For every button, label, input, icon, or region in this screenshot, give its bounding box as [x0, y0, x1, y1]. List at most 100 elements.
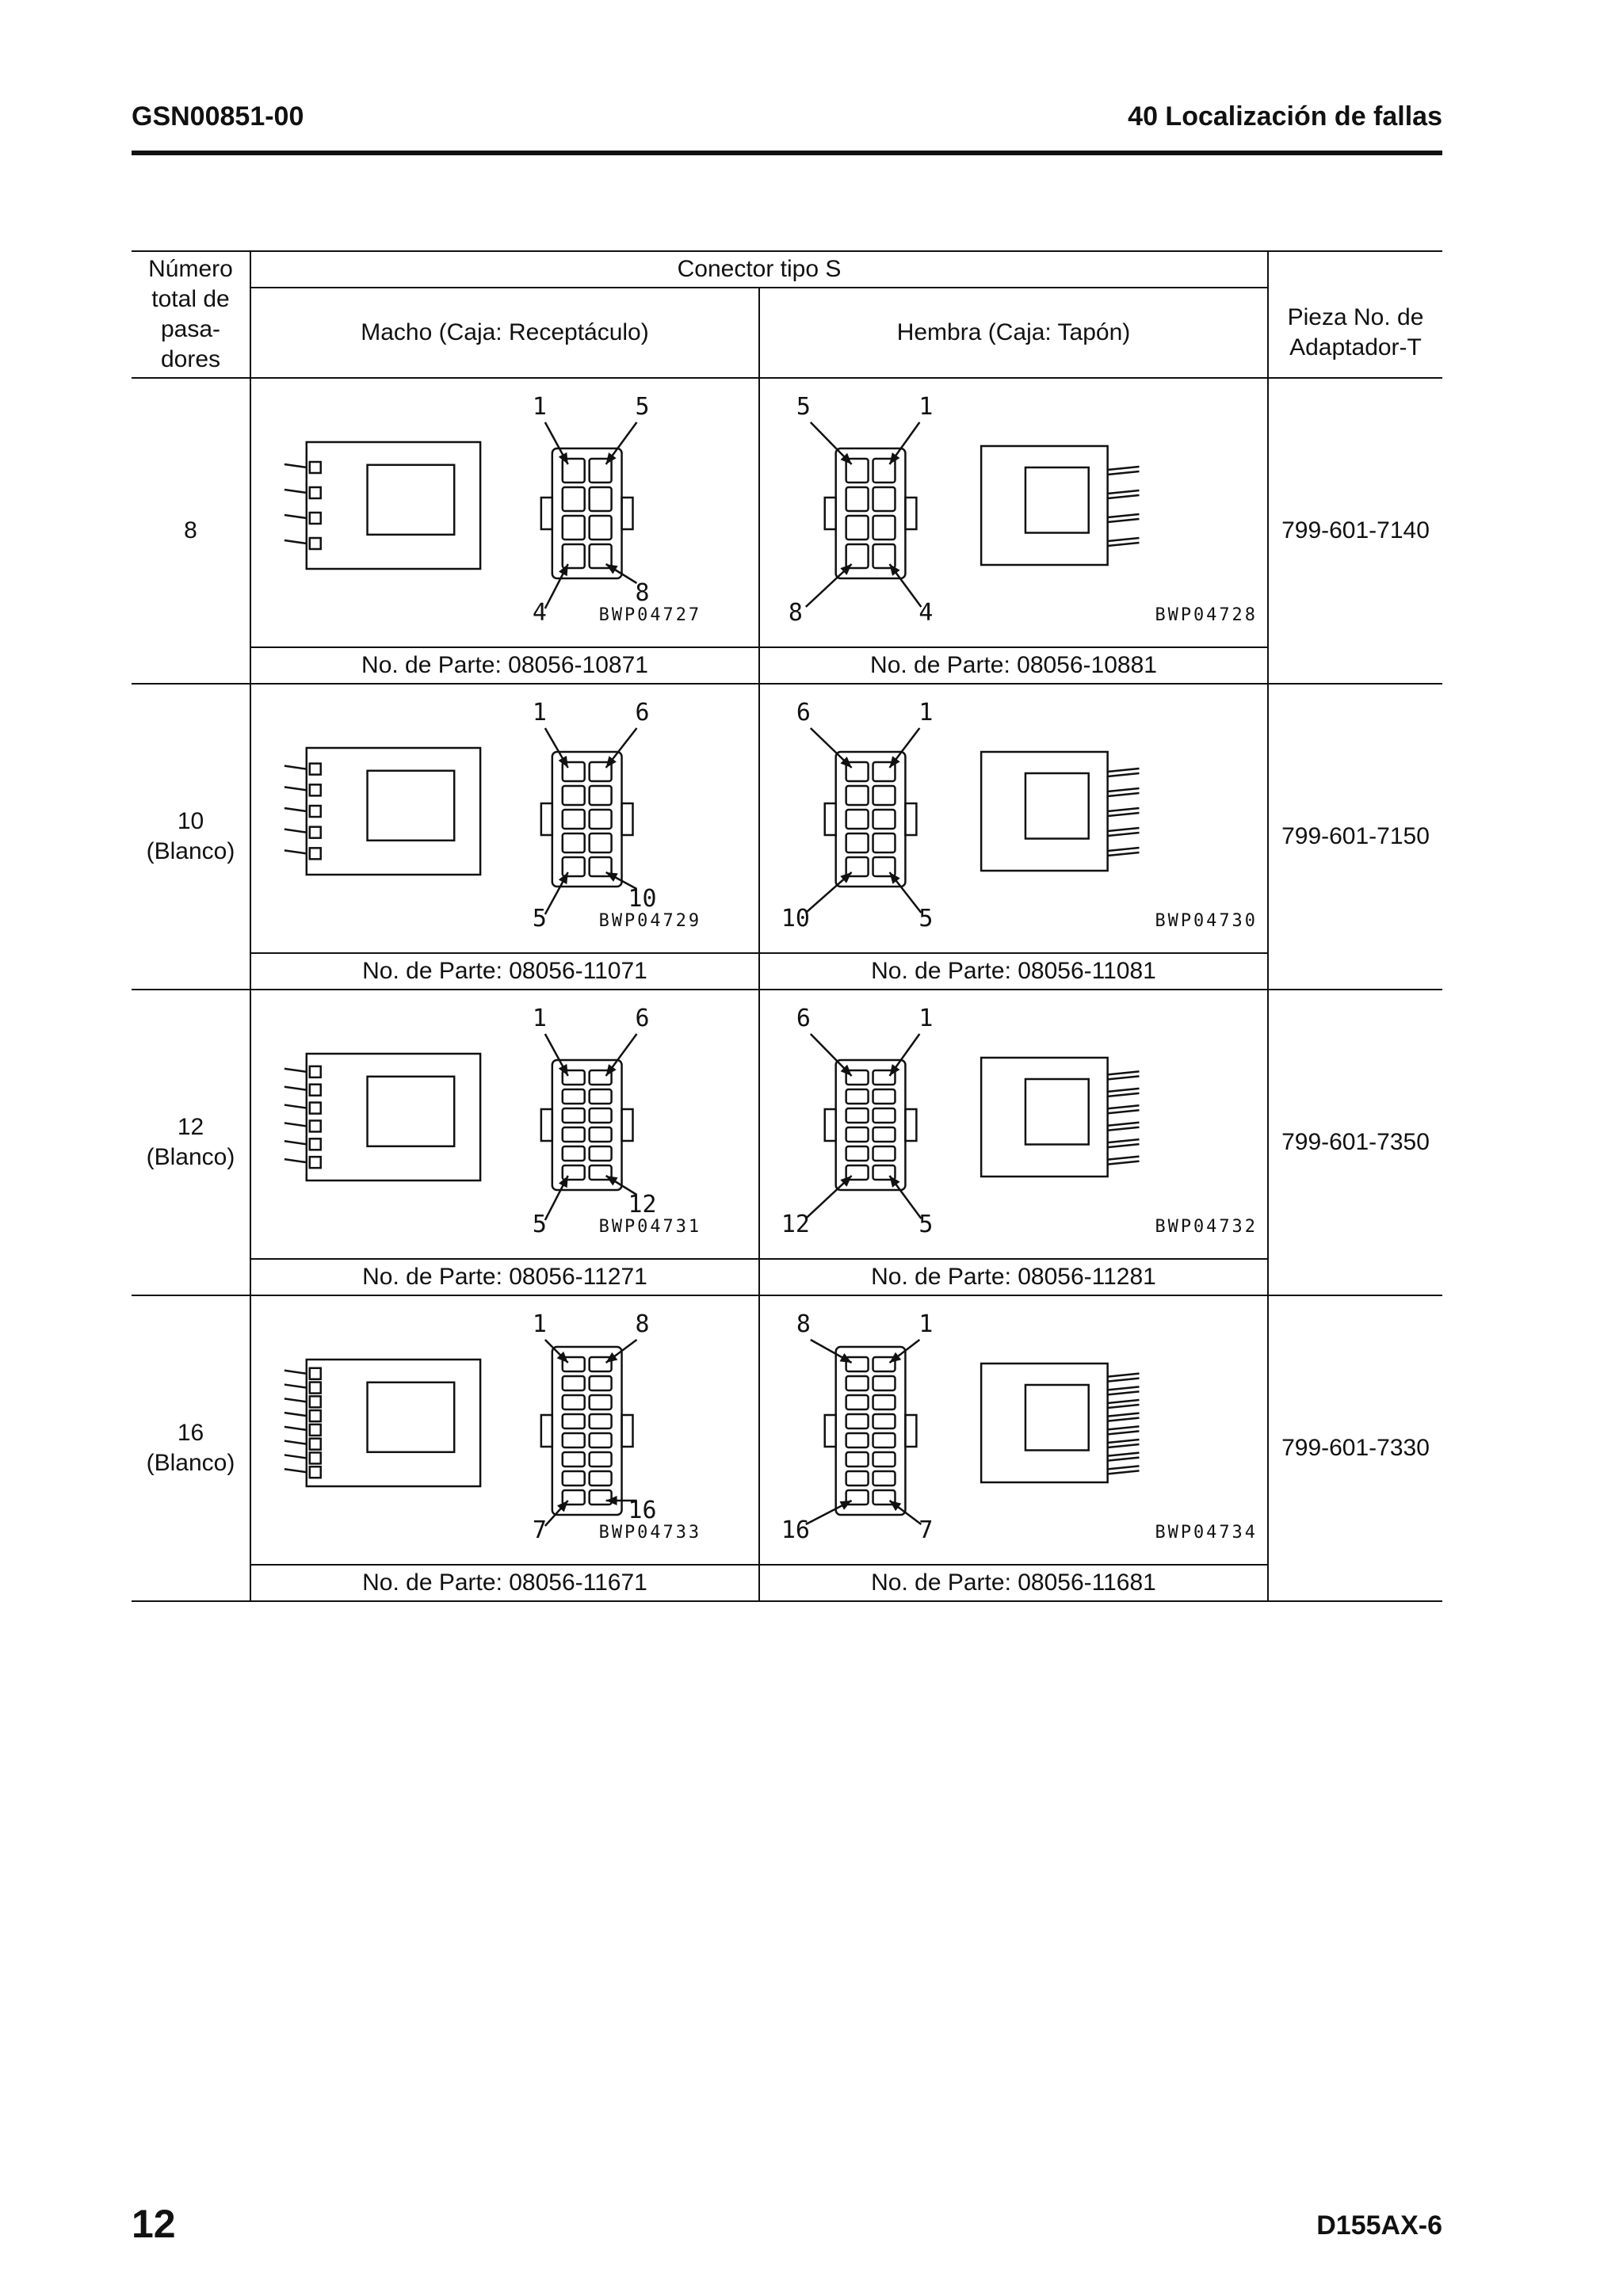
figure-code: BWP04730 [1155, 911, 1258, 931]
pin-arrow-head [556, 1351, 568, 1363]
female-part-number: No. de Parte: 08056-11081 [758, 952, 1268, 990]
adapter-header: Pieza No. de Adaptador-T [1267, 288, 1442, 379]
male-part-number: No. de Parte: 08056-11071 [250, 952, 760, 990]
pin-label-top-right: 6 [635, 1005, 649, 1032]
pin-arrow-head [840, 564, 852, 575]
pin-arrow-head [558, 872, 568, 885]
pin-label-top-left: 1 [533, 393, 547, 421]
pin-label-bottom-right: 4 [918, 599, 933, 627]
pin-arrow-head [605, 1064, 617, 1076]
female-header: Hembra (Caja: Tapón) [758, 287, 1269, 379]
pin-label-top-right: 8 [635, 1310, 649, 1338]
male-face-view-3 [540, 1345, 634, 1516]
pin-arrow-head [605, 756, 617, 768]
figure-code: BWP04734 [1155, 1523, 1258, 1543]
pin-label-top-left: 6 [796, 1005, 811, 1032]
header-rule [132, 151, 1442, 155]
female-face-view-0 [823, 447, 918, 580]
male-header: Macho (Caja: Receptáculo) [250, 287, 760, 379]
pin-arrow-head [889, 756, 900, 768]
female-side-view-3 [980, 1362, 1140, 1484]
model-code: D155AX-6 [1316, 2210, 1442, 2241]
pin-arrow-head [605, 452, 617, 464]
pin-arrow-head [556, 1501, 568, 1512]
pin-arrow-head [889, 564, 900, 576]
male-part-number: No. de Parte: 08056-10871 [250, 646, 760, 685]
male-face-view-0 [540, 447, 634, 580]
female-side-view-0 [980, 444, 1140, 566]
pin-label-top-left: 1 [533, 1005, 547, 1032]
female-face-view-2 [823, 1058, 918, 1192]
figure-code: BWP04732 [1155, 1217, 1258, 1237]
pin-label-bottom-left: 5 [533, 1211, 547, 1238]
pin-count-cell: 12(Blanco) [132, 989, 251, 1296]
pin-arrow-head [840, 756, 852, 768]
pin-arrow-head [558, 452, 568, 464]
pin-count: 10 [177, 808, 204, 834]
page-number: 12 [132, 2202, 176, 2246]
pin-label-bottom-left: 12 [781, 1211, 810, 1238]
pin-label-bottom-right: 10 [628, 885, 656, 913]
pin-arrow-head [605, 1352, 618, 1363]
pin-arrow-head [889, 452, 900, 464]
figure-code: BWP04728 [1155, 605, 1258, 625]
pin-arrow-head [605, 1176, 618, 1186]
pin-label-bottom-left: 16 [781, 1516, 810, 1544]
female-face-view-1 [823, 750, 918, 888]
pin-label-bottom-right: 7 [918, 1516, 933, 1544]
pin-arrow-head [889, 872, 900, 884]
pin-count-cell: 16(Blanco) [132, 1295, 251, 1602]
pin-label-top-left: 6 [796, 699, 811, 727]
pin-color: (Blanco) [146, 1144, 235, 1170]
adapter-part-number: 799-601-7150 [1267, 683, 1442, 990]
pin-label-bottom-left: 5 [533, 905, 547, 933]
pin-arrow-head [889, 1176, 900, 1188]
pin-arrow-head [605, 1496, 617, 1505]
figure-code: BWP04727 [599, 605, 702, 625]
pin-label-bottom-left: 8 [789, 599, 803, 627]
pin-count: 8 [184, 517, 197, 543]
pin-label-top-right: 6 [635, 699, 649, 727]
pin-label-top-left: 5 [796, 393, 811, 421]
pin-label-top-left: 1 [533, 699, 547, 727]
figure-code: BWP04733 [599, 1523, 702, 1543]
female-side-view-1 [980, 750, 1140, 872]
pin-arrow-head [605, 564, 618, 574]
female-side-view-2 [980, 1056, 1140, 1178]
group-header: Conector tipo S [250, 250, 1269, 288]
male-side-view-1 [284, 746, 482, 876]
pin-arrow-head [889, 1064, 900, 1076]
pin-arrow-head [559, 1176, 568, 1188]
adapter-part-number: 799-601-7330 [1267, 1295, 1442, 1602]
pin-label-bottom-right: 8 [635, 579, 649, 607]
pin-arrow-head [605, 872, 618, 882]
pin-label-bottom-left: 4 [533, 599, 547, 627]
female-part-number: No. de Parte: 08056-10881 [758, 646, 1268, 685]
pin-label-bottom-left: 7 [533, 1516, 547, 1544]
pin-arrow-head [558, 1063, 568, 1076]
male-part-number: No. de Parte: 08056-11271 [250, 1258, 760, 1296]
pin-count-cell: 8 [132, 377, 251, 685]
pin-label-top-right: 5 [635, 393, 649, 421]
female-face-view-3 [823, 1345, 918, 1516]
pin-arrow-head [840, 872, 852, 883]
adapter-part-number: 799-601-7140 [1267, 377, 1442, 685]
male-side-view-3 [284, 1358, 482, 1488]
pin-label-top-right: 1 [918, 1005, 933, 1032]
